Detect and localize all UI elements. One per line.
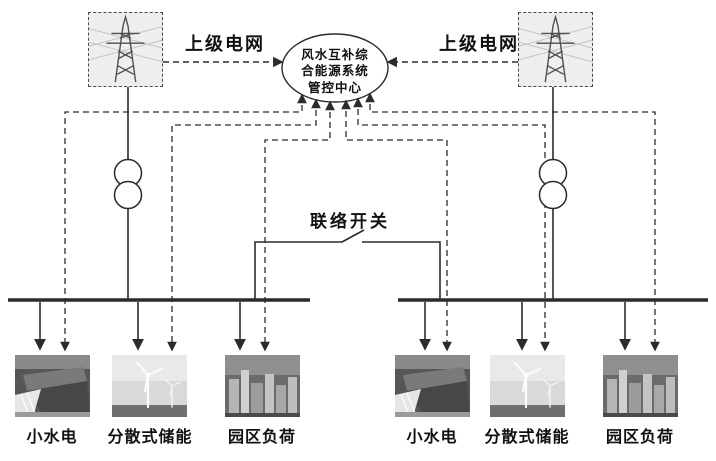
control-center-label-line2: 合能源系统 (301, 64, 369, 79)
load-label-right-load: 园区负荷 (605, 429, 674, 446)
comm-left-load (260, 100, 335, 352)
device-comm-links (60, 92, 660, 352)
tower-silhouette (536, 14, 575, 83)
control-center-label-line1: 风水互补综 (301, 48, 369, 62)
transmission-tower-icon (89, 13, 162, 86)
load-label-right-hydro: 小水电 (406, 429, 458, 446)
control-center-ellipse (281, 33, 389, 103)
transmission-tower-photo-left (88, 12, 163, 87)
city-load-photo (225, 355, 300, 417)
wind-turbine-photo (112, 355, 187, 417)
transformer-right-bottom-winding (538, 180, 568, 210)
load-label-left-hydro: 小水电 (26, 429, 78, 446)
upper-grid-label-right: 上级电网 (439, 34, 519, 54)
load-label-right-storage: 分散式储能 (484, 429, 570, 446)
transmission-tower-icon (519, 13, 592, 86)
tie-line-right (362, 241, 441, 299)
transmission-tower-photo-right (518, 12, 593, 87)
comm-left-hydro (60, 93, 307, 352)
control-center-label-line3: 管控中心 (307, 80, 362, 95)
load-label-left-load: 园区负荷 (227, 429, 296, 446)
city-load-photo (603, 355, 678, 417)
power-lines (127, 87, 554, 300)
comm-right-load (365, 92, 660, 352)
tie-switch-blade (341, 229, 365, 243)
control-center-label: 风水互补综 合能源系统 管控中心 (283, 47, 387, 96)
load-label-left-storage: 分散式储能 (107, 429, 193, 446)
wind-turbine-photo (490, 355, 565, 417)
transformers (113, 158, 568, 210)
load-feed-arrows (34, 302, 631, 351)
transformer-left-bottom-winding (113, 180, 143, 210)
tower-silhouette (106, 14, 145, 83)
tie-line-left (254, 241, 342, 299)
hydro-dam-photo (15, 355, 90, 417)
hydro-dam-photo (395, 355, 470, 417)
upper-grid-label-left: 上级电网 (185, 34, 265, 54)
tie-switch-label: 联络开关 (310, 212, 390, 231)
